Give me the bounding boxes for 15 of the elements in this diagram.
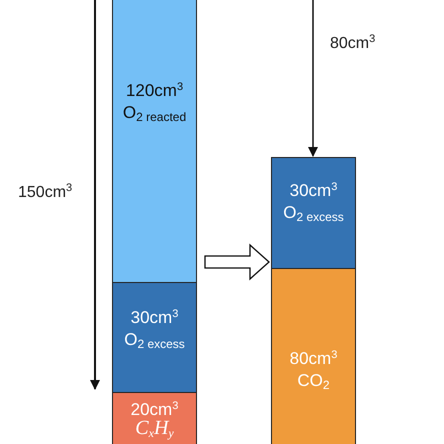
volume-label: 30cm$^{3}$ — [130, 307, 180, 329]
gas-label: CO$_{2}$ — [296, 370, 331, 394]
volume-label: 80cm$^{3}$ — [288, 348, 338, 370]
gas-volume-bar — [112, 0, 197, 283]
measurement-label: 80cm$^{3}$ — [330, 33, 376, 53]
gas-volume-bar — [271, 157, 356, 269]
measurement-label: 150cm$^{3}$ — [18, 182, 72, 202]
volume-label: 30cm$^{3}$ — [288, 180, 338, 202]
volume-label: 120cm$^{3}$ — [124, 80, 184, 102]
block-arrow — [204, 244, 270, 280]
gas-label: O$_{2 excess}$ — [282, 202, 345, 226]
gas-volume-bar — [112, 282, 197, 393]
gas-label: O$_{2 reacted}$ — [122, 102, 188, 126]
gas-volume-bar — [271, 268, 356, 444]
gas-label: O$_{2 excess}$ — [123, 329, 186, 353]
